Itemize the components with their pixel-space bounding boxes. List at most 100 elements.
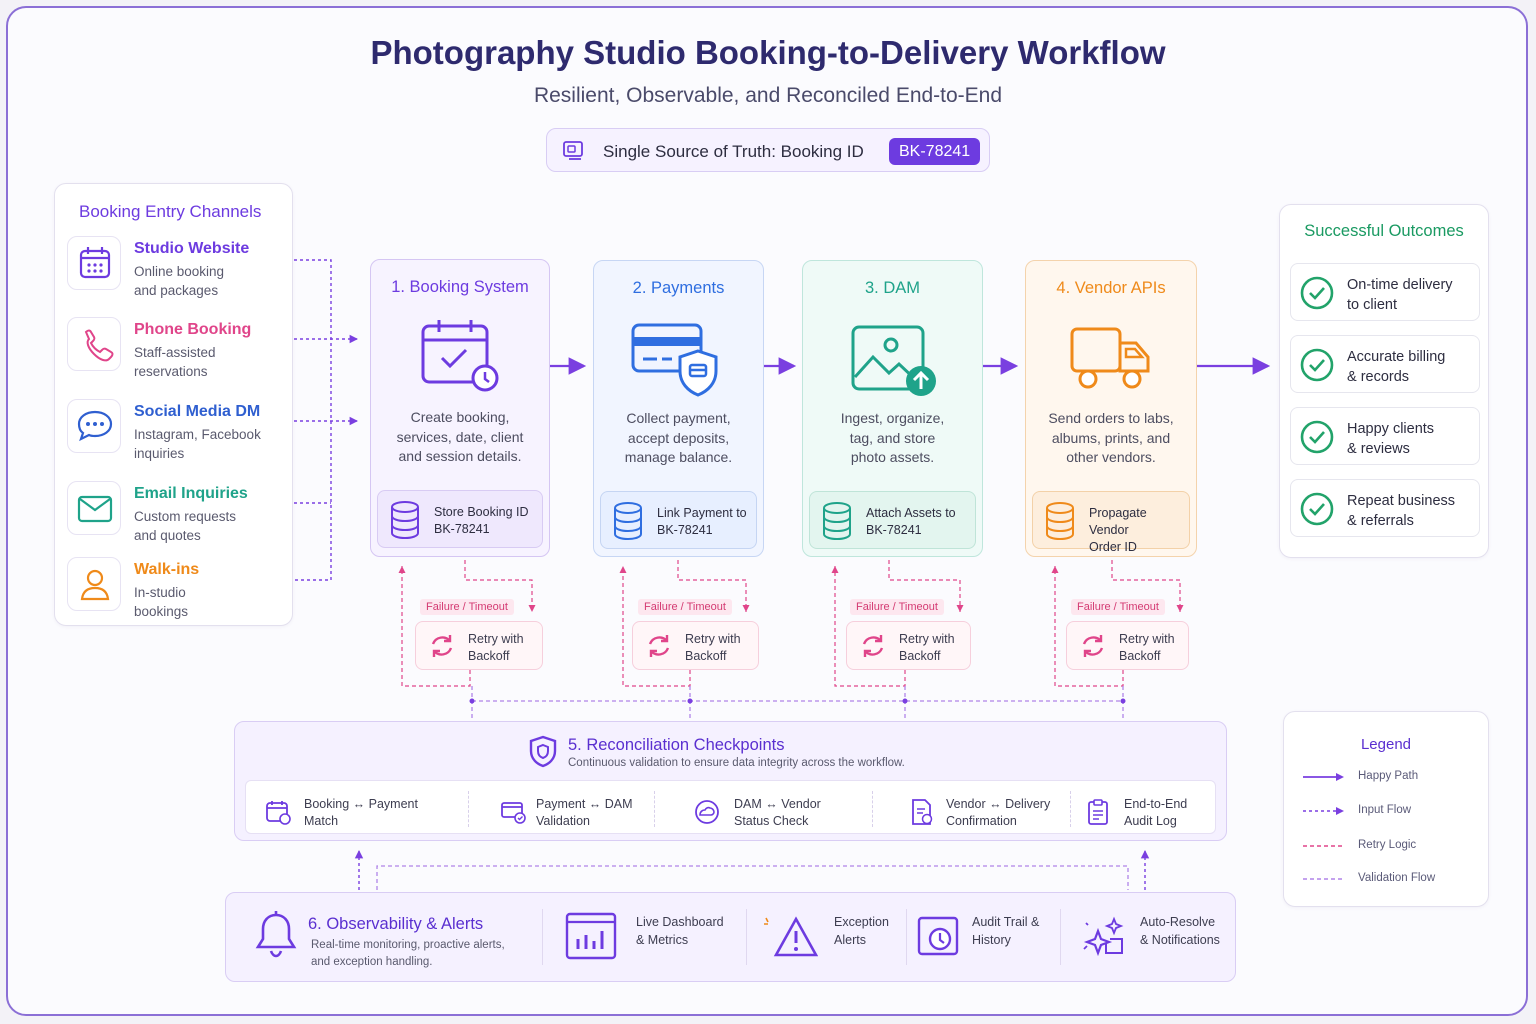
stage-title: 2. Payments xyxy=(632,279,725,297)
obs-audit-trail[interactable]: Audit Trail &History xyxy=(916,911,1066,963)
page-subtitle: Resilient, Observable, and Reconciled En… xyxy=(533,84,1003,107)
solid-arrow-swatch xyxy=(1303,773,1344,781)
refresh-icon xyxy=(645,632,673,665)
reconciliation-subtitle: Continuous validation to ensure data int… xyxy=(568,757,905,769)
database-icon xyxy=(390,501,420,544)
channel-name: Email Inquiries xyxy=(134,485,248,502)
observability-subtitle: Real-time monitoring, proactive alerts,a… xyxy=(311,939,505,968)
legend-panel: Legend Happy Path Input Flow Retry Logic… xyxy=(1283,711,1489,907)
check-circle-icon xyxy=(1299,419,1335,460)
truck-icon xyxy=(1068,323,1156,400)
failure-timeout-badge: Failure / Timeout xyxy=(420,599,514,615)
divider xyxy=(1060,909,1061,965)
stage-vendor-apis[interactable]: 4. Vendor APIs Send orders to labs,album… xyxy=(1025,260,1197,557)
shield-icon xyxy=(527,734,559,773)
booking-channels-panel: Booking Entry Channels Studio Website On… xyxy=(54,183,293,626)
divider xyxy=(746,909,747,965)
refresh-icon xyxy=(428,632,456,665)
observability-panel: 6. Observability & Alerts Real-time moni… xyxy=(225,892,1236,982)
database-icon xyxy=(1045,502,1075,545)
chat-icon xyxy=(67,399,121,453)
history-icon xyxy=(916,915,960,964)
clipboard-icon xyxy=(1084,798,1112,831)
divider xyxy=(654,791,655,827)
credit-card-shield-icon xyxy=(630,321,722,404)
outcomes-title: Successful Outcomes xyxy=(1304,222,1464,240)
dashed-purple-swatch xyxy=(1303,878,1344,880)
calendar-check-icon xyxy=(264,798,292,831)
id-card-icon xyxy=(561,139,587,168)
stage-title: 4. Vendor APIs xyxy=(1056,279,1166,297)
divider xyxy=(1070,791,1071,827)
stage-title: 1. Booking System xyxy=(391,278,529,296)
divider xyxy=(872,791,873,827)
database-icon xyxy=(822,502,852,545)
document-check-icon xyxy=(908,798,936,831)
failure-timeout-badge: Failure / Timeout xyxy=(850,599,944,615)
source-of-truth-label: Single Source of Truth: Booking ID xyxy=(603,142,864,161)
card-check-icon xyxy=(500,798,528,831)
dashboard-icon xyxy=(564,911,618,966)
channels-title: Booking Entry Channels xyxy=(79,202,262,221)
divider xyxy=(906,909,907,965)
obs-live-dashboard[interactable]: Live Dashboard& Metrics xyxy=(564,911,734,963)
legend-happy-path: Happy Path xyxy=(1302,770,1482,782)
stage-booking-system[interactable]: 1. Booking System Create booking,service… xyxy=(370,259,550,557)
legend-retry-logic: Retry Logic xyxy=(1302,839,1482,851)
check-circle-icon xyxy=(1299,491,1335,532)
reconciliation-title: 5. Reconciliation Checkpoints xyxy=(568,736,785,754)
obs-auto-resolve[interactable]: Auto-Resolve& Notifications xyxy=(1078,911,1228,963)
channel-name: Studio Website xyxy=(134,240,250,257)
stage-title: 3. DAM xyxy=(864,279,920,297)
legend-input-flow: Input Flow xyxy=(1302,804,1482,816)
warning-icon xyxy=(762,915,819,964)
person-icon xyxy=(67,557,121,611)
sparkle-icon xyxy=(1078,915,1128,964)
divider xyxy=(542,909,543,965)
refresh-icon xyxy=(859,632,887,665)
bell-icon xyxy=(254,909,298,964)
mail-icon xyxy=(67,481,121,535)
check-circle-icon xyxy=(1299,347,1335,388)
channel-name: Phone Booking xyxy=(134,321,252,338)
stage-payments[interactable]: 2. Payments Collect payment,accept depos… xyxy=(593,260,764,557)
calendar-icon xyxy=(67,236,121,290)
reconciliation-panel: 5. Reconciliation Checkpoints Continuous… xyxy=(234,721,1227,841)
dashed-pink-swatch xyxy=(1303,845,1344,847)
phone-icon xyxy=(67,317,121,371)
calendar-check-icon xyxy=(417,316,505,401)
retry-loop-lines xyxy=(398,560,1184,687)
legend-validation-flow: Validation Flow xyxy=(1302,872,1482,884)
cloud-sync-icon xyxy=(692,798,722,831)
